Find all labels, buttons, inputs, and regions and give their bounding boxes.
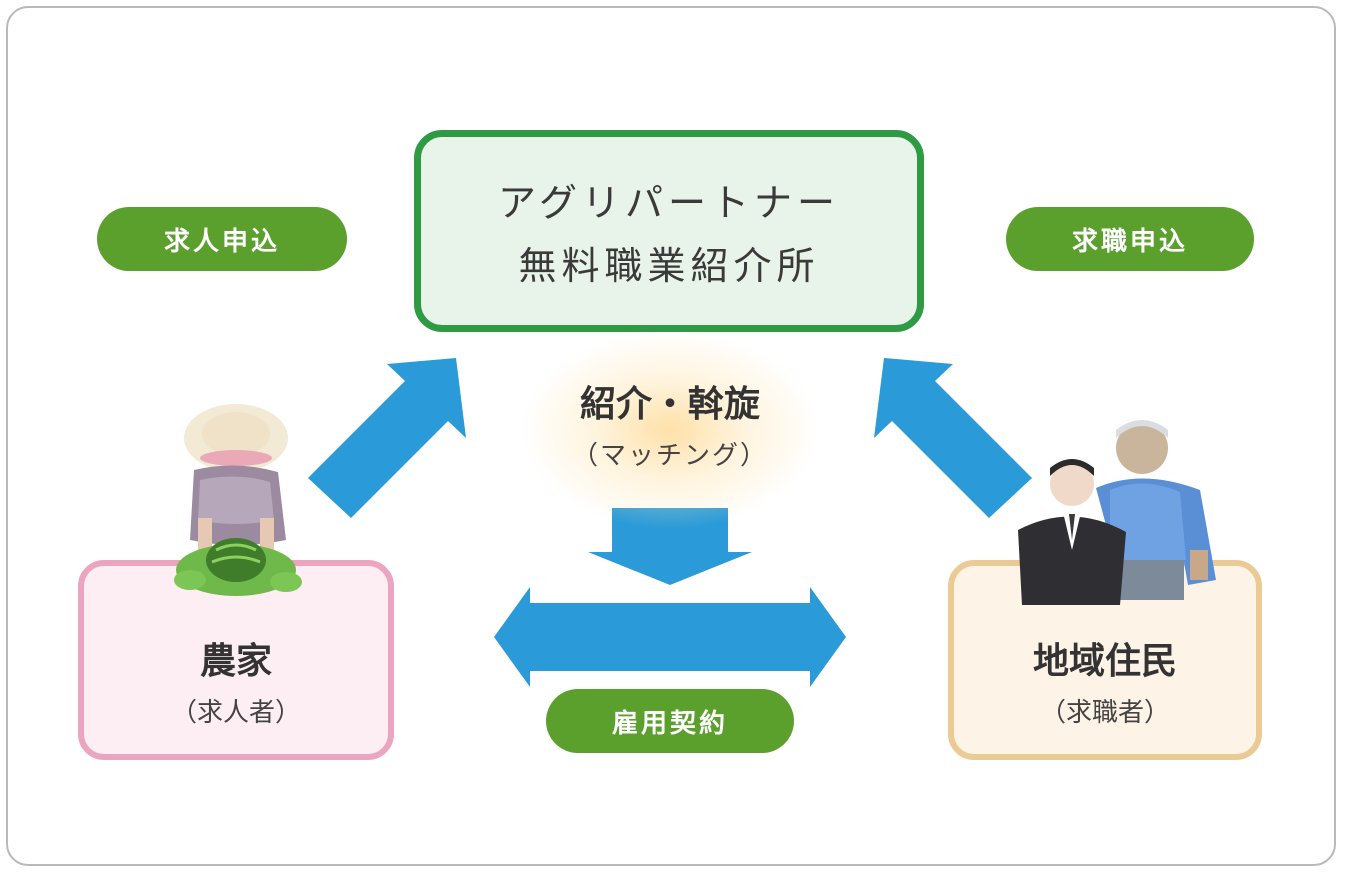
resident-title: 地域住民 [1032, 639, 1177, 682]
job-offer-application-pill: 求人申込 [97, 207, 347, 271]
residents-illustration [1018, 420, 1216, 605]
farmer-illustration [174, 404, 302, 596]
center-title-line2: 無料職業紹介所 [518, 244, 820, 288]
matching-title: 紹介・斡旋 [579, 384, 760, 425]
arrow-resident-to-center [874, 358, 1032, 518]
matching-glow [520, 330, 820, 530]
arrow-double-horizontal [494, 587, 846, 687]
matching-subtitle: （マッチング） [571, 441, 768, 471]
farmer-title: 農家 [199, 639, 272, 682]
arrow-farmer-to-center [308, 358, 466, 518]
farmer-subtitle: （求人者） [170, 697, 301, 728]
center-title-line1: アグリパートナー [497, 181, 841, 225]
resident-subtitle: （求職者） [1039, 697, 1170, 728]
employment-contract-pill: 雇用契約 [546, 689, 794, 753]
agri-partner-box: アグリパートナー 無料職業紹介所 [414, 130, 924, 332]
job-seeking-application-pill: 求職申込 [1006, 207, 1254, 271]
